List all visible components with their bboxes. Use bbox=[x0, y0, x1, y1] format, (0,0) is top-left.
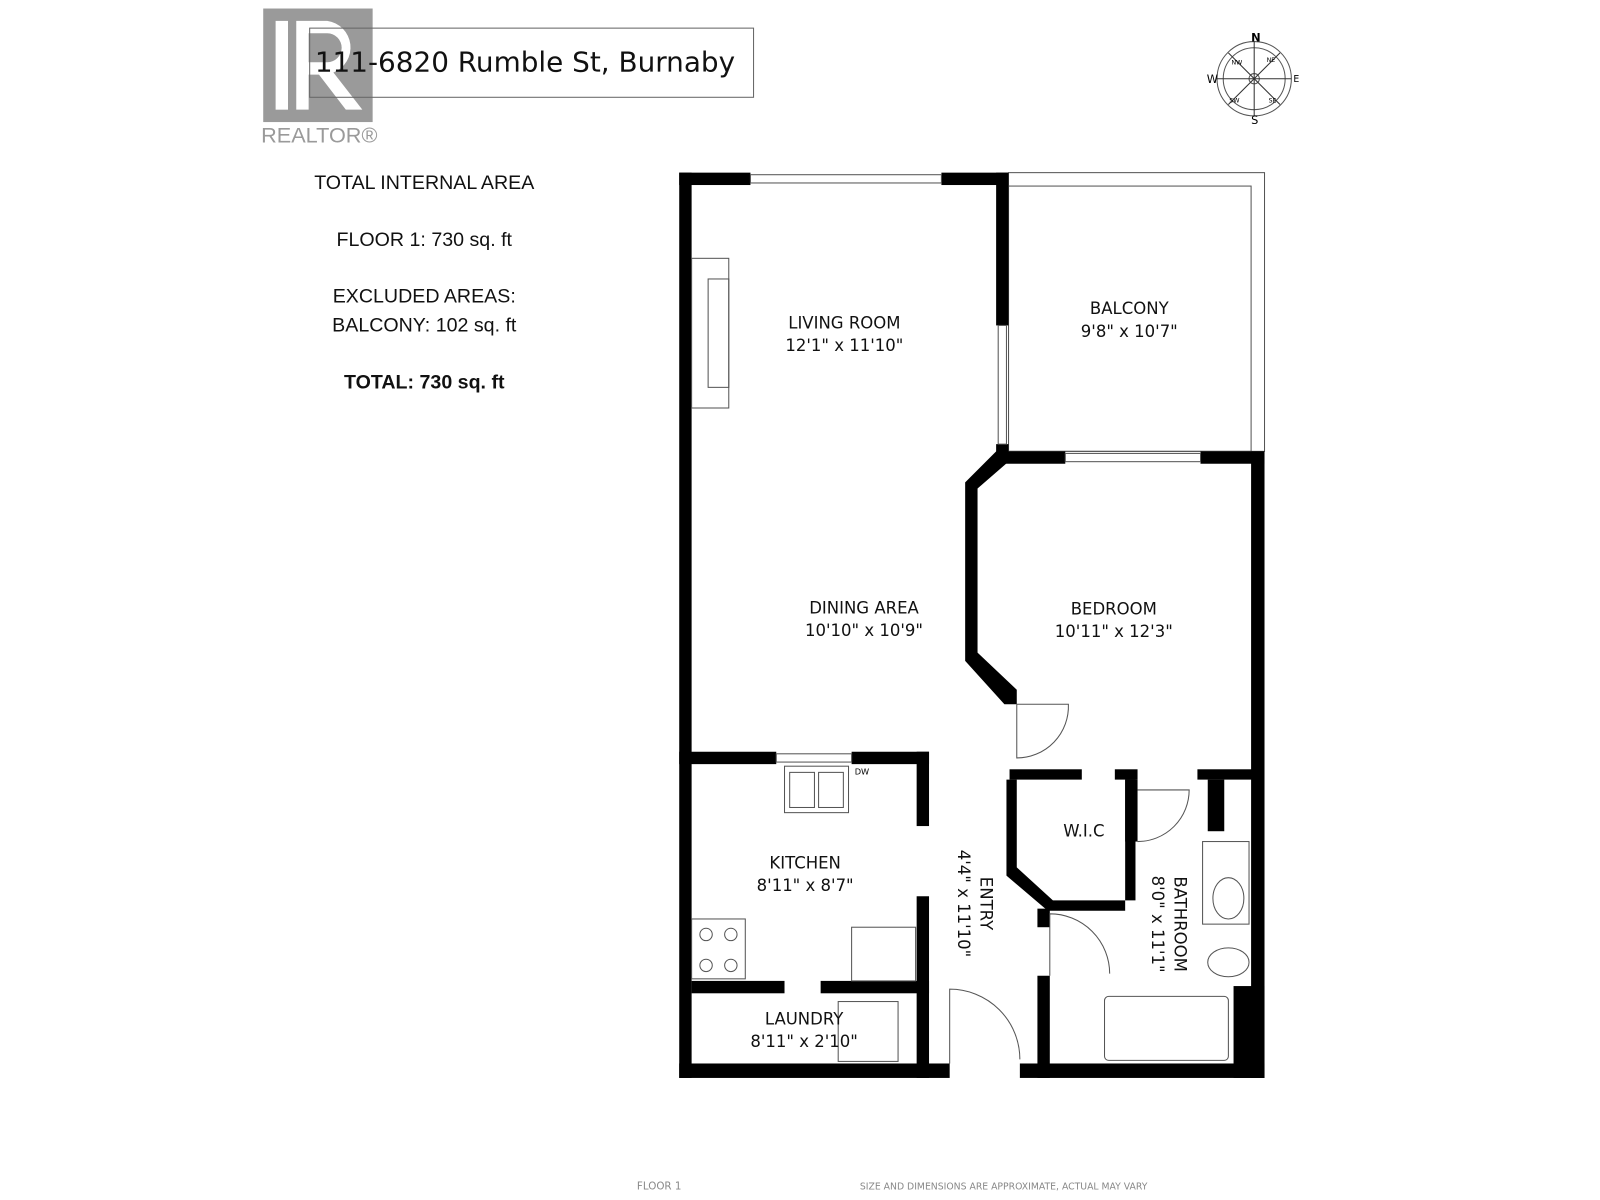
kitchen-dims: 8'11" x 8'7" bbox=[757, 876, 854, 895]
bathroom-dims: 8'0" x 11'1" bbox=[1148, 876, 1167, 973]
laundry-name: LAUNDRY bbox=[765, 1009, 844, 1028]
openings bbox=[691, 174, 1202, 1064]
dishwasher-label: DW bbox=[855, 766, 870, 776]
compass-se: SE bbox=[1269, 97, 1277, 104]
entry-dims: 4'4" x 11'10" bbox=[954, 850, 973, 958]
compass-e: E bbox=[1293, 74, 1299, 85]
address-title: 111-6820 Rumble St, Burnaby bbox=[315, 45, 735, 78]
compass-nw: NW bbox=[1231, 59, 1242, 66]
excluded-areas-heading: EXCLUDED AREAS: bbox=[333, 286, 516, 308]
entry-name: ENTRY bbox=[977, 877, 996, 931]
kitchen-name: KITCHEN bbox=[769, 853, 841, 872]
compass-ne: NE bbox=[1267, 57, 1276, 64]
bedroom-name: BEDROOM bbox=[1071, 599, 1157, 618]
bedroom-dims: 10'11" x 12'3" bbox=[1055, 622, 1173, 641]
wic-name: W.I.C bbox=[1063, 821, 1104, 840]
compass-s: S bbox=[1251, 113, 1258, 127]
compass-w: W bbox=[1207, 72, 1218, 86]
bathroom-name: BATHROOM bbox=[1171, 876, 1190, 972]
total-internal-area-heading: TOTAL INTERNAL AREA bbox=[314, 172, 535, 194]
address-box bbox=[309, 27, 755, 98]
compass-icon: N NE E SE S SW W NW bbox=[1207, 31, 1300, 128]
realtor-logo: REALTOR® bbox=[261, 8, 377, 148]
living-room-name: LIVING ROOM bbox=[788, 314, 900, 333]
disclaimer: SIZE AND DIMENSIONS ARE APPROXIMATE, ACT… bbox=[860, 1181, 1148, 1192]
dining-area-name: DINING AREA bbox=[809, 598, 919, 617]
floor-label: FLOOR 1 bbox=[637, 1180, 682, 1192]
realtor-logo-text: REALTOR® bbox=[261, 123, 377, 148]
floor-1-area: FLOOR 1: 730 sq. ft bbox=[337, 229, 513, 251]
balcony-area: BALCONY: 102 sq. ft bbox=[332, 315, 517, 337]
balcony-dims: 9'8" x 10'7" bbox=[1081, 322, 1178, 341]
walls bbox=[679, 172, 1265, 1078]
balcony-name: BALCONY bbox=[1090, 299, 1170, 318]
dining-area-dims: 10'10" x 10'9" bbox=[805, 621, 923, 640]
compass-sw: SW bbox=[1229, 97, 1239, 104]
compass-n: N bbox=[1251, 31, 1261, 45]
laundry-dims: 8'11" x 2'10" bbox=[750, 1032, 858, 1051]
total-area: TOTAL: 730 sq. ft bbox=[344, 371, 505, 393]
fixtures: DW bbox=[691, 765, 1250, 1062]
room-labels: LIVING ROOM 12'1" x 11'10" BALCONY 9'8" … bbox=[750, 299, 1189, 1051]
living-room-dims: 12'1" x 11'10" bbox=[785, 336, 903, 355]
area-summary: TOTAL INTERNAL AREA FLOOR 1: 730 sq. ft … bbox=[314, 172, 535, 393]
